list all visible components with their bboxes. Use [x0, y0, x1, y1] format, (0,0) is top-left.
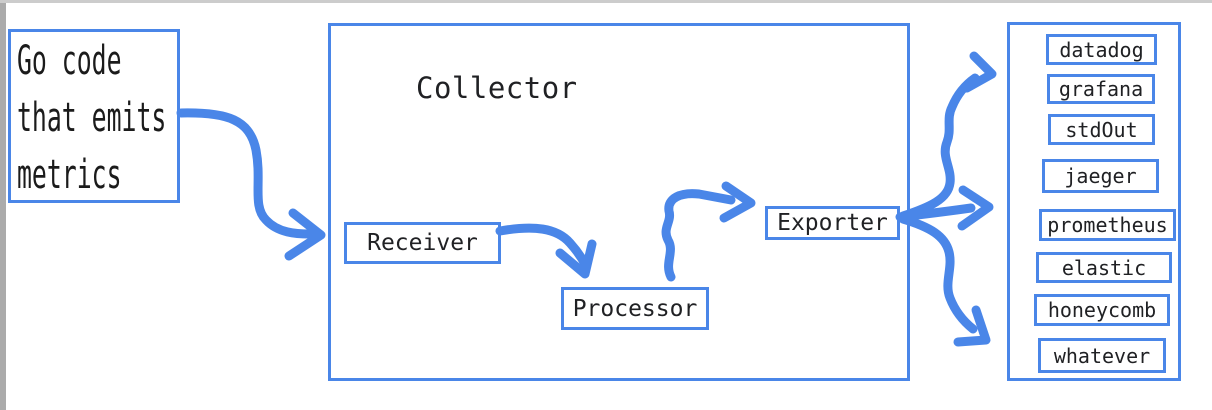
collector-title: Collector	[416, 71, 578, 105]
backend-item-jaeger: jaeger	[1042, 159, 1159, 193]
window-edge-left	[0, 0, 6, 410]
processor-node: Processor	[561, 287, 709, 330]
window-edge-top	[0, 0, 1212, 3]
exporter-label: Exporter	[765, 206, 900, 240]
backends-panel-box: datadog grafana stdOut jaeger prometheus…	[1007, 22, 1181, 381]
backend-item-prometheus: prometheus	[1039, 209, 1176, 241]
arrow-exporter-branch-down	[898, 214, 991, 347]
collector-container-box: Collector Receiver Processor Exporter	[328, 23, 910, 381]
backend-item-datadog: datadog	[1046, 34, 1157, 65]
backend-item-elastic: elastic	[1036, 252, 1172, 283]
backend-item-honeycomb: honeycomb	[1034, 294, 1170, 326]
backend-item-whatever: whatever	[1038, 338, 1166, 373]
backend-item-stdout: stdOut	[1048, 114, 1155, 145]
arrow-exporter-branch-up	[898, 51, 997, 221]
processor-label: Processor	[561, 287, 709, 330]
arrow-exporter-branch-right	[895, 185, 994, 231]
exporter-node: Exporter	[765, 206, 900, 240]
source-text-line-2: that emits	[17, 95, 167, 141]
source-text-line-3: metrics	[17, 152, 122, 198]
source-node-box: Go code that emits metrics	[8, 29, 180, 203]
backend-item-grafana: grafana	[1047, 74, 1155, 104]
source-node-text: Go code that emits metrics	[17, 33, 166, 204]
receiver-node: Receiver	[344, 222, 501, 264]
arrow-source-to-collector	[176, 108, 326, 261]
source-text-line-1: Go code	[17, 38, 122, 84]
receiver-label: Receiver	[344, 222, 501, 264]
